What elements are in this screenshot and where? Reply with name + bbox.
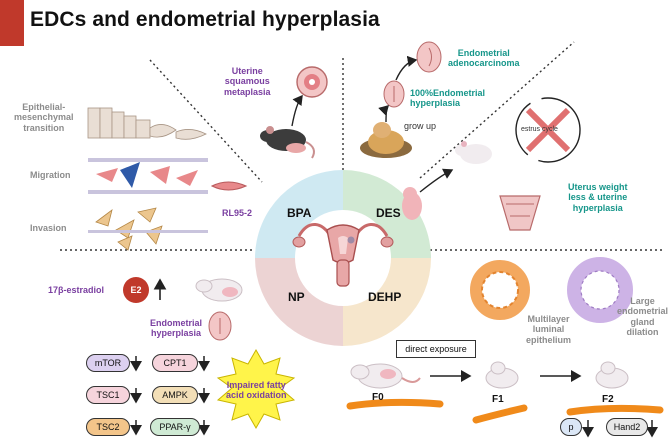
generation-f0: F0: [372, 392, 384, 403]
grow-up-label: grow up: [404, 121, 437, 131]
bpa-mouse-icon: [260, 126, 315, 159]
page-title: EDCs and endometrial hyperplasia: [30, 8, 380, 31]
e2-badge: [123, 277, 149, 303]
grow-up-arrow: [378, 105, 389, 123]
estradiol-label: 17β-estradiol: [48, 285, 105, 295]
quadrant-label-des: DES: [376, 206, 401, 220]
uterus-icon: [292, 223, 394, 287]
nest-icon: [360, 122, 412, 158]
metaplasia-label: Uterine squamous metaplasia: [224, 66, 271, 97]
gland-ring-icon: [470, 260, 530, 320]
marker-tsc1: TSC1: [86, 386, 130, 404]
f1-mouse-icon: [485, 361, 519, 389]
fetus-arrow: [419, 168, 454, 193]
central-quadrant-circle: [255, 170, 431, 346]
fetus-icon: [402, 187, 422, 220]
intestine-strips: [346, 398, 664, 424]
dilated-gland-icon: [567, 257, 633, 323]
direct-exposure-label: direct exposure: [396, 340, 476, 358]
carcinoma-arrow: [395, 55, 418, 81]
marker-tsc2: TSC2: [86, 418, 130, 436]
metaplasia-tissue-icon: [296, 66, 328, 98]
adenocarcinoma-uterus-icon: [416, 41, 442, 73]
quadrant-label-dehp: DEHP: [368, 290, 402, 304]
generation-f2: F2: [602, 394, 614, 405]
migration-label: Migration: [30, 170, 71, 180]
np-mouse-icon: [195, 278, 243, 302]
quadrant-label-bpa: BPA: [287, 206, 312, 220]
rl95-label: RL95-2: [222, 208, 253, 218]
pathway-down-arrows: [582, 420, 658, 438]
f2-mouse-icon: [595, 361, 629, 389]
np-uterus-icon: [208, 311, 232, 341]
e2-badge-label: E2: [130, 285, 142, 295]
marker-mtor: mTOR: [86, 354, 130, 372]
des-hyperplasia-uterus-icon: [383, 80, 405, 108]
np-hyperplasia-label: Endometrial hyperplasia: [150, 318, 203, 339]
marker-hand2: Hand2: [606, 418, 648, 436]
quadrant-separators: [60, 41, 664, 251]
marker-ampk: AMPK: [152, 386, 198, 404]
metaplasia-arrow: [291, 94, 303, 127]
emt-cells-icon: [87, 107, 207, 140]
adenocarcinoma-label: Endometrial adenocarcinoma: [448, 48, 520, 69]
invasion-cells-icon: [88, 207, 208, 251]
luminal-epithelium-label: Multilayer luminal epithelium: [526, 314, 572, 345]
des-hyperplasia-label: 100%Endometrial hyperplasia: [410, 88, 486, 109]
estrus-cycle-label: estrus cycle: [521, 126, 558, 133]
quadrant-label-np: NP: [288, 290, 305, 304]
title-accent-bar: [0, 0, 24, 46]
marker-p: p: [560, 418, 582, 436]
fatty-acid-label: Impaired fatty acid oxidation: [226, 380, 287, 401]
uterus-weight-label: Uterus weight less & uterine hyperplasia: [568, 182, 628, 213]
estrus-cycle-icon: [515, 97, 581, 163]
rl95-cell-icon: [210, 181, 248, 191]
gland-dilation-label: Large endometrial gland dilation: [617, 296, 669, 338]
invasion-label: Invasion: [30, 223, 67, 233]
fatty-acid-starburst: [216, 348, 296, 430]
emt-label: Epithelial- mesenchymal transition: [14, 102, 74, 133]
marker-down-arrows: [130, 356, 210, 436]
des-uterus-tissue-icon: [499, 195, 541, 231]
f0-mouse-icon: [350, 363, 421, 389]
marker-cpt1: CPT1: [152, 354, 198, 372]
generation-f1: F1: [492, 394, 504, 405]
des-mouse-icon: [455, 141, 492, 164]
marker-ppar-gamma: PPAR-γ: [150, 418, 200, 436]
migration-cells-icon: [88, 158, 208, 194]
